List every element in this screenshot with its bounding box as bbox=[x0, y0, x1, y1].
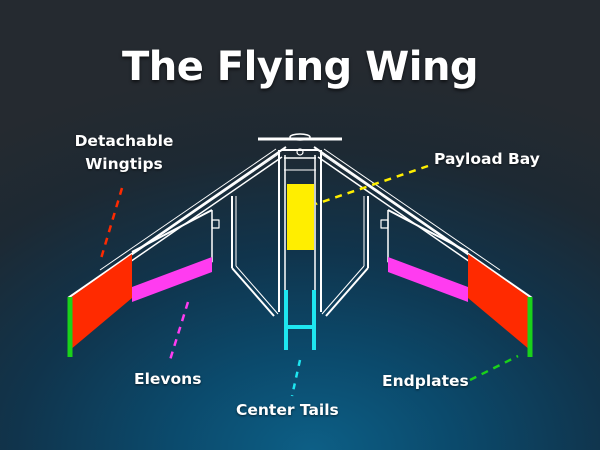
center-tail-base bbox=[286, 325, 314, 329]
center-tails-leader bbox=[290, 359, 302, 397]
right-elevon bbox=[388, 257, 468, 302]
wingtips-label-line1: Detachable bbox=[74, 132, 174, 150]
diagram-title: The Flying Wing bbox=[121, 44, 479, 90]
elevons-leader bbox=[168, 301, 190, 361]
elevons-label: Elevons bbox=[134, 370, 202, 388]
endplates-leader bbox=[469, 354, 519, 382]
wingtips-label-line2: Wingtips bbox=[85, 155, 163, 173]
payload-bay bbox=[287, 184, 314, 250]
left-elevon bbox=[132, 257, 212, 302]
right-wingtip bbox=[468, 254, 530, 350]
center-tails-label: Center Tails bbox=[236, 401, 339, 419]
detachable-wingtips-label: Detachable Wingtips bbox=[64, 130, 184, 176]
wingtips-leader bbox=[98, 187, 124, 263]
payload-leader bbox=[315, 164, 429, 206]
endplates-label: Endplates bbox=[382, 372, 469, 390]
payload-bay-label: Payload Bay bbox=[434, 150, 540, 168]
left-wingtip bbox=[70, 254, 132, 350]
